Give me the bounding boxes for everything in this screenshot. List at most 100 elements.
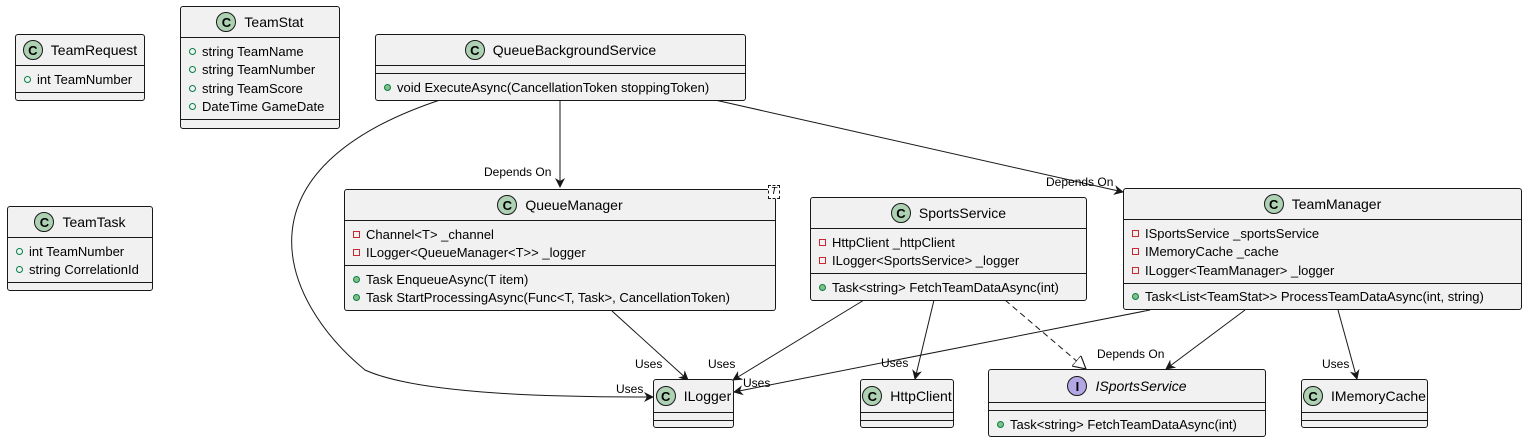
class-name: TeamStat: [244, 14, 304, 30]
field: IMemoryCache _cache: [1124, 243, 1521, 262]
edge-qbs-to-ilogger: [291, 99, 654, 402]
edge-teammanager-to-imemorycache: [1337, 309, 1360, 380]
public-method-icon: [819, 283, 826, 291]
edge-teammanager-to-ilogger: [733, 309, 1151, 396]
interface-isportsservice[interactable]: I ISportsService Task<string> FetchTeamD…: [988, 369, 1266, 437]
methods-section: Task<string> FetchTeamDataAsync(int): [811, 274, 1086, 300]
field: int TeamNumber: [8, 242, 152, 261]
edge-label-queuemanager-ilogger: Uses: [635, 357, 663, 371]
edge-label-teammanager-ilogger: Uses: [743, 376, 771, 390]
public-method-icon: [353, 275, 360, 283]
methods-section: Task EnqueueAsync(T item) Task StartProc…: [345, 266, 775, 310]
class-stereotype-icon: C: [497, 195, 518, 215]
fields-section: [989, 403, 1265, 411]
public-icon: [24, 75, 31, 83]
edge-label-sportsservice-httpclient: Uses: [881, 356, 909, 370]
class-name: IMemoryCache: [1331, 388, 1426, 404]
edge-label-qbs-teammanager: Depends On: [1046, 175, 1114, 189]
class-queuemanager[interactable]: T C QueueManager Channel<T> _channel ILo…: [344, 185, 780, 311]
class-stereotype-icon: C: [22, 40, 43, 60]
field: string CorrelationId: [8, 261, 152, 280]
methods-section: [16, 93, 144, 101]
method: Task<string> FetchTeamDataAsync(int): [811, 278, 1086, 297]
public-icon: [189, 47, 196, 55]
class-sportsservice[interactable]: C SportsService HttpClient _httpClient I…: [810, 197, 1087, 301]
class-teamrequest[interactable]: C TeamRequest int TeamNumber: [15, 34, 145, 101]
class-stereotype-icon: C: [464, 40, 485, 60]
class-stereotype-icon: C: [890, 203, 911, 223]
edge-sportsservice-to-httpclient: [912, 299, 935, 380]
method: void ExecuteAsync(CancellationToken stop…: [376, 78, 745, 97]
private-icon: [353, 249, 360, 257]
class-name: TeamRequest: [50, 42, 138, 58]
edge-qbs-to-teammanager: [714, 99, 1124, 195]
class-name: QueueBackgroundService: [492, 42, 657, 58]
methods-section: [8, 283, 152, 291]
class-imemorycache[interactable]: C IMemoryCache: [1301, 379, 1428, 428]
edge-label-qbs-queuemanager: Depends On: [484, 165, 552, 179]
fields-section: Channel<T> _channel ILogger<QueueManager…: [345, 221, 775, 266]
class-ilogger[interactable]: C ILogger: [653, 379, 734, 428]
class-stereotype-icon: C: [216, 12, 237, 32]
fields-section: string TeamName string TeamNumber string…: [181, 38, 339, 120]
field: int TeamNumber: [16, 70, 144, 89]
public-icon: [189, 103, 196, 111]
class-name: ILogger: [683, 388, 732, 404]
class-name: TeamTask: [62, 214, 126, 230]
public-method-icon: [1132, 293, 1139, 301]
methods-section: [861, 421, 953, 429]
field: string TeamNumber: [181, 61, 339, 80]
edge-label-teammanager-imemorycache: Uses: [1322, 357, 1350, 371]
fields-section: [376, 66, 745, 74]
edge-queuemanager-to-ilogger: [611, 310, 689, 381]
interface-name: ISportsService: [1095, 378, 1187, 394]
methods-section: [1302, 421, 1427, 429]
class-stereotype-icon: C: [655, 386, 676, 406]
field: ILogger<QueueManager<T>> _logger: [345, 244, 775, 263]
class-stereotype-icon: C: [34, 212, 55, 232]
class-name: TeamManager: [1291, 196, 1382, 212]
interface-stereotype-icon: I: [1067, 376, 1088, 396]
fields-section: [861, 413, 953, 421]
private-icon: [1132, 248, 1139, 256]
class-teamstat[interactable]: C TeamStat string TeamName string TeamNu…: [180, 6, 340, 129]
class-stereotype-icon: C: [862, 386, 883, 406]
field: ILogger<SportsService> _logger: [811, 252, 1086, 271]
class-queuebackgroundservice[interactable]: C QueueBackgroundService void ExecuteAsy…: [375, 34, 746, 101]
class-name: SportsService: [918, 205, 1007, 221]
edge-label-sportsservice-ilogger: Uses: [708, 357, 736, 371]
class-name: HttpClient: [890, 388, 952, 404]
methods-section: Task<string> FetchTeamDataAsync(int): [989, 411, 1265, 437]
method: Task StartProcessingAsync(Func<T, Task>,…: [345, 289, 775, 308]
fields-section: [1302, 413, 1427, 421]
type-parameter: T: [767, 185, 780, 199]
fields-section: int TeamNumber string CorrelationId: [8, 238, 152, 283]
public-icon: [189, 66, 196, 74]
field: HttpClient _httpClient: [811, 233, 1086, 252]
edge-label-qbs-ilogger: Uses: [616, 382, 644, 396]
methods-section: [181, 120, 339, 128]
public-icon: [16, 247, 23, 255]
private-icon: [353, 230, 360, 238]
method: Task<List<TeamStat>> ProcessTeamDataAsyn…: [1124, 288, 1521, 307]
edge-teammanager-to-isportsservice: [1165, 309, 1246, 370]
field: DateTime GameDate: [181, 98, 339, 117]
fields-section: HttpClient _httpClient ILogger<SportsSer…: [811, 229, 1086, 274]
class-stereotype-icon: C: [1263, 194, 1284, 214]
class-teamtask[interactable]: C TeamTask int TeamNumber string Correla…: [7, 206, 153, 291]
fields-section: int TeamNumber: [16, 66, 144, 93]
private-icon: [819, 257, 826, 265]
class-teammanager[interactable]: C TeamManager ISportsService _sportsServ…: [1123, 188, 1522, 310]
field: ILogger<TeamManager> _logger: [1124, 261, 1521, 280]
fields-section: [654, 413, 733, 421]
private-icon: [819, 238, 826, 246]
class-httpclient[interactable]: C HttpClient: [860, 379, 954, 428]
methods-section: [654, 421, 733, 429]
field: string TeamScore: [181, 79, 339, 98]
method: Task EnqueueAsync(T item): [345, 270, 775, 289]
methods-section: Task<List<TeamStat>> ProcessTeamDataAsyn…: [1124, 284, 1521, 310]
class-name: QueueManager: [525, 197, 623, 213]
public-icon: [189, 84, 196, 92]
